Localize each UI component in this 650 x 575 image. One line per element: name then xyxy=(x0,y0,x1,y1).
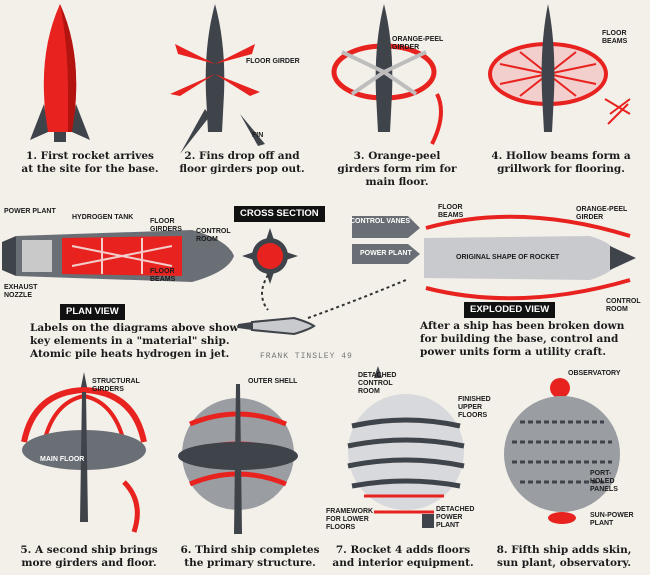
label-control-room-exploded: CONTROL ROOM xyxy=(606,298,641,313)
exploded-view-illustration xyxy=(352,214,636,301)
caption-2: 2. Fins drop off and floor girders pop o… xyxy=(179,150,305,175)
caption-1: 1. First rocket arrives at the site for … xyxy=(21,150,159,175)
exploded-text: After a ship has been broken down for bu… xyxy=(420,320,625,358)
plan-view-rocket xyxy=(2,230,234,282)
rocket-2-illustration xyxy=(170,4,265,154)
base-5-illustration xyxy=(21,372,147,533)
label-finished-upper-floors: FINISHED UPPER FLOORS xyxy=(458,396,491,419)
label-port-holed-panels: PORT-HOLED PANELS xyxy=(590,470,618,493)
label-structural-girders: STRUCTURAL GIRDERS xyxy=(92,378,140,393)
label-hydrogen-tank: HYDROGEN TANK xyxy=(72,214,134,221)
label-detached-power-plant: DETACHED POWER PLANT xyxy=(436,506,475,529)
label-power-plant: POWER PLANT xyxy=(4,208,56,215)
label-original-shape: ORIGINAL SHAPE OF ROCKET xyxy=(456,254,560,261)
label-control-room: CONTROL ROOM xyxy=(196,228,231,243)
caption-5: 5. A second ship brings more girders and… xyxy=(20,544,158,569)
utility-craft-illustration xyxy=(238,274,407,336)
label-floor-girders: FLOOR GIRDERS xyxy=(150,218,182,233)
label-framework-lower-floors: FRAMEWORK FOR LOWER FLOORS xyxy=(326,508,374,531)
label-floor-beams: FLOOR BEAMS xyxy=(150,268,176,283)
base-7-illustration xyxy=(347,366,465,528)
cross-section-illustration xyxy=(242,228,298,284)
label-outer-shell: OUTER SHELL xyxy=(248,378,298,385)
base-6-illustration xyxy=(178,384,298,534)
artist-signature: FRANK TINSLEY 49 xyxy=(260,352,353,361)
caption-7: 7. Rocket 4 adds floors and interior equ… xyxy=(332,544,474,569)
label-floor-beams-exploded: FLOOR BEAMS xyxy=(438,204,464,219)
rocket-1-illustration xyxy=(30,4,90,142)
rocket-3-illustration xyxy=(331,4,443,145)
plan-view-title: PLAN VIEW xyxy=(60,304,125,320)
label-orange-peel-girder: ORANGE-PEEL GIRDER xyxy=(392,36,444,51)
label-detached-control-room: DETACHED CONTROL ROOM xyxy=(358,372,397,395)
label-control-vanes: CONTROL VANES xyxy=(350,218,411,225)
label-orange-peel-girder-exploded: ORANGE-PEEL GIRDER xyxy=(576,206,628,221)
label-main-floor: MAIN FLOOR xyxy=(40,456,85,463)
base-8-illustration xyxy=(504,378,620,524)
cross-section-title: CROSS SECTION xyxy=(234,206,325,222)
caption-6: 6. Third ship completes the primary stru… xyxy=(180,544,320,569)
caption-8: 8. Fifth ship adds skin, sun plant, obse… xyxy=(496,544,632,569)
label-floor-beams-top: FLOOR BEAMS xyxy=(602,30,628,45)
label-fin: FIN xyxy=(252,132,264,139)
label-observatory: OBSERVATORY xyxy=(568,370,621,377)
caption-4: 4. Hollow beams form a grillwork for flo… xyxy=(491,150,631,175)
plan-view-text: Labels on the diagrams above show key el… xyxy=(30,322,239,360)
caption-3: 3. Orange-peel girders form rim for main… xyxy=(337,150,457,188)
label-floor-girder: FLOOR GIRDER xyxy=(246,58,300,65)
rocket-4-illustration xyxy=(488,4,631,132)
label-exhaust-nozzle: EXHAUST NOZZLE xyxy=(4,284,38,299)
label-power-plant-exploded: POWER PLANT xyxy=(360,250,412,257)
exploded-view-title: EXPLODED VIEW xyxy=(464,302,556,318)
label-sun-power-plant: SUN-POWER PLANT xyxy=(590,512,634,527)
